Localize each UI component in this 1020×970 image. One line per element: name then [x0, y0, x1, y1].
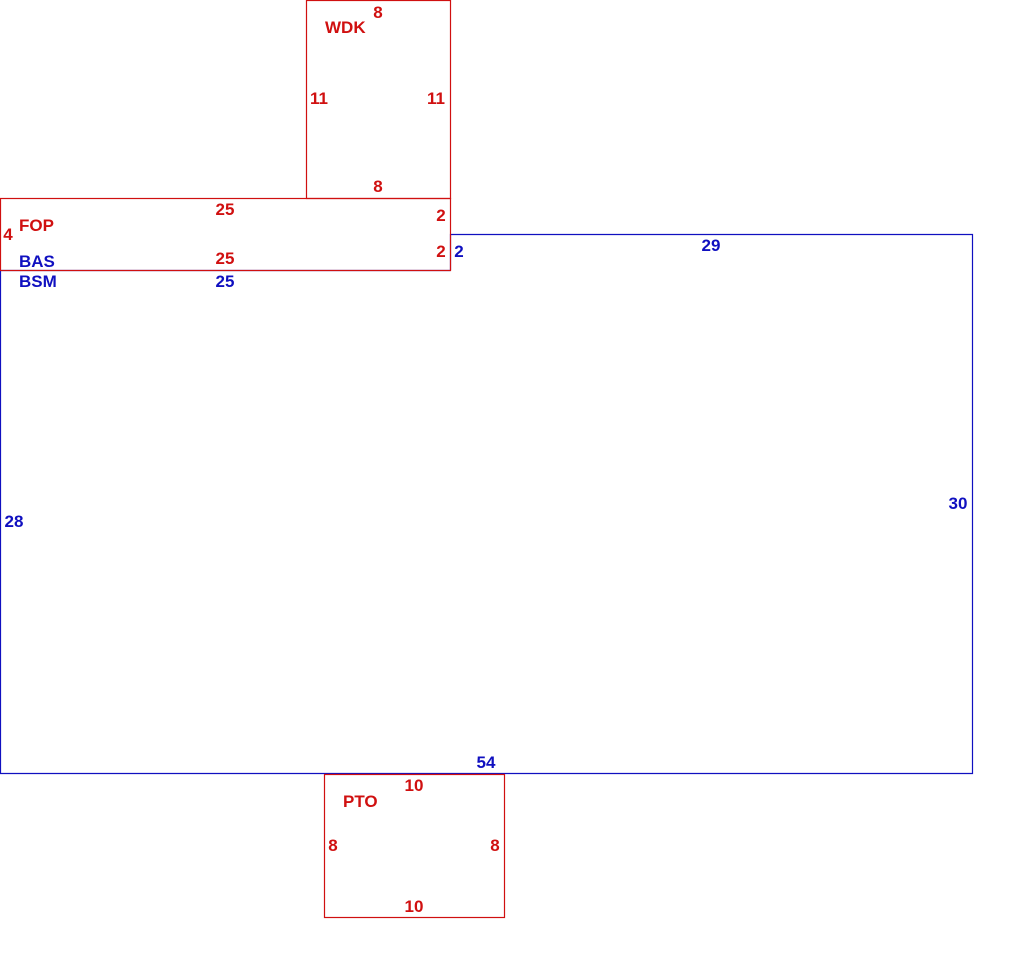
fop-outline: [0, 197, 452, 272]
fop-dim-bottom: 25: [216, 249, 235, 268]
wdk-dim-top: 8: [373, 3, 382, 22]
pto-outline: [323, 773, 506, 919]
bas-dim-top-left: 25: [216, 272, 235, 291]
wdk-code-label: WDK: [325, 18, 366, 37]
bsm-code-label: BSM: [19, 272, 57, 291]
fop-dim-right-upper: 2: [436, 206, 445, 225]
bas-perimeter: [0, 233, 974, 775]
bas-outline: [0, 233, 974, 775]
pto-dim-right: 8: [490, 836, 499, 855]
bas-dim-top: 29: [702, 236, 721, 255]
wdk-dim-right: 11: [427, 89, 445, 108]
fop-dim-top: 25: [216, 200, 235, 219]
bas-code-label: BAS: [19, 252, 55, 271]
pto-dim-left: 8: [328, 836, 337, 855]
fop-dim-left: 4: [3, 225, 13, 244]
pto-dim-top: 10: [405, 776, 424, 795]
fop-code-label: FOP: [19, 216, 54, 235]
pto-dim-bottom: 10: [405, 897, 424, 916]
bas-dim-bottom: 54: [477, 753, 496, 772]
wdk-dim-bottom: 8: [373, 177, 382, 196]
pto-code-label: PTO: [343, 792, 378, 811]
bas-dim-notch: 2: [454, 242, 463, 261]
bas-dim-left: 28: [5, 512, 24, 531]
bas-dim-right: 30: [949, 494, 968, 513]
fop-dim-right-lower: 2: [436, 242, 445, 261]
wdk-dim-left: 11: [310, 89, 328, 108]
